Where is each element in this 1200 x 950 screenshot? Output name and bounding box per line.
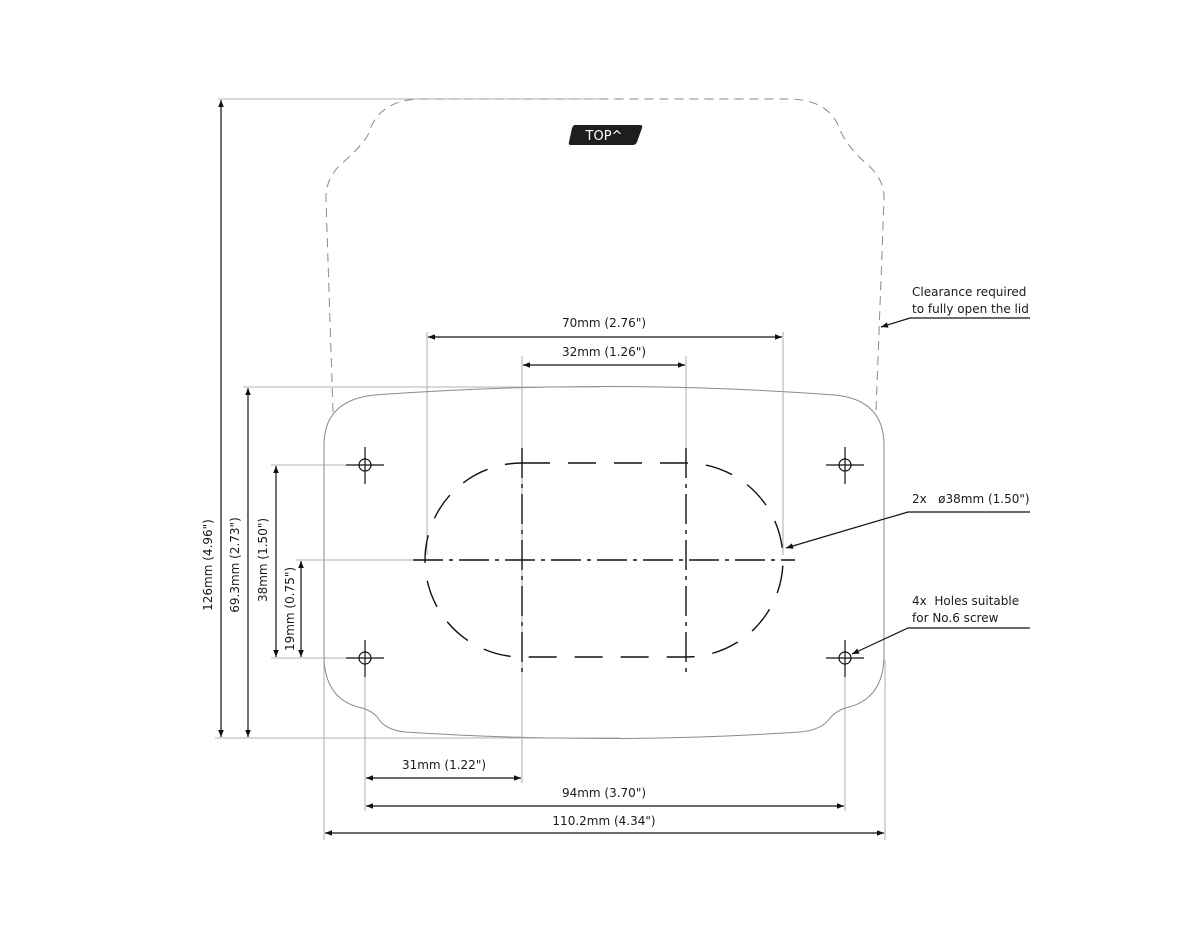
svg-text:31mm (1.22"): 31mm (1.22")	[402, 758, 486, 772]
callout-holes: 4x Holes suitable for No.6 screw	[851, 594, 1030, 655]
callout-clearance: Clearance required to fully open the lid	[880, 285, 1030, 328]
svg-text:94mm (3.70"): 94mm (3.70")	[562, 786, 646, 800]
dim-circle-centers: 32mm (1.26")	[523, 345, 685, 368]
svg-text:32mm (1.26"): 32mm (1.26")	[562, 345, 646, 359]
svg-text:TOP^: TOP^	[585, 129, 623, 144]
svg-text:2x ø38mm (1.50"): 2x ø38mm (1.50")	[912, 492, 1030, 506]
dim-hole-to-center: 19mm (0.75")	[283, 561, 304, 657]
screw-hole-bottom-left	[346, 640, 384, 677]
svg-text:Clearance required: Clearance required	[912, 285, 1026, 299]
svg-text:69.3mm (2.73"): 69.3mm (2.73")	[228, 517, 242, 613]
svg-text:110.2mm (4.34"): 110.2mm (4.34")	[552, 814, 655, 828]
dim-overall-height: 126mm (4.96")	[201, 100, 224, 737]
dim-cutout-width: 70mm (2.76")	[428, 316, 782, 340]
base-plate-outline	[323, 386, 885, 739]
svg-text:19mm (0.75"): 19mm (0.75")	[283, 567, 297, 651]
dim-hole-spacing-horizontal: 94mm (3.70")	[366, 786, 844, 809]
svg-text:for No.6 screw: for No.6 screw	[912, 611, 999, 625]
screw-hole-top-right	[826, 447, 864, 484]
dim-overall-width: 110.2mm (4.34")	[325, 814, 884, 836]
svg-text:70mm (2.76"): 70mm (2.76")	[562, 316, 646, 330]
dim-hole-to-circle: 31mm (1.22")	[366, 758, 521, 781]
svg-text:to fully open the lid: to fully open the lid	[912, 302, 1029, 316]
svg-text:4x Holes suitable: 4x Holes suitable	[912, 594, 1019, 608]
callout-circles: 2x ø38mm (1.50")	[785, 492, 1030, 549]
svg-text:38mm (1.50"): 38mm (1.50")	[256, 518, 270, 602]
screw-hole-top-left	[346, 447, 384, 484]
extension-lines	[215, 98, 886, 840]
dim-hole-spacing-vertical: 38mm (1.50")	[256, 466, 279, 657]
top-badge: TOP^	[568, 125, 643, 145]
screw-hole-bottom-right	[826, 640, 864, 677]
svg-text:126mm (4.96"): 126mm (4.96")	[201, 519, 215, 611]
dim-plate-height: 69.3mm (2.73")	[228, 388, 251, 737]
center-lines	[413, 448, 795, 672]
